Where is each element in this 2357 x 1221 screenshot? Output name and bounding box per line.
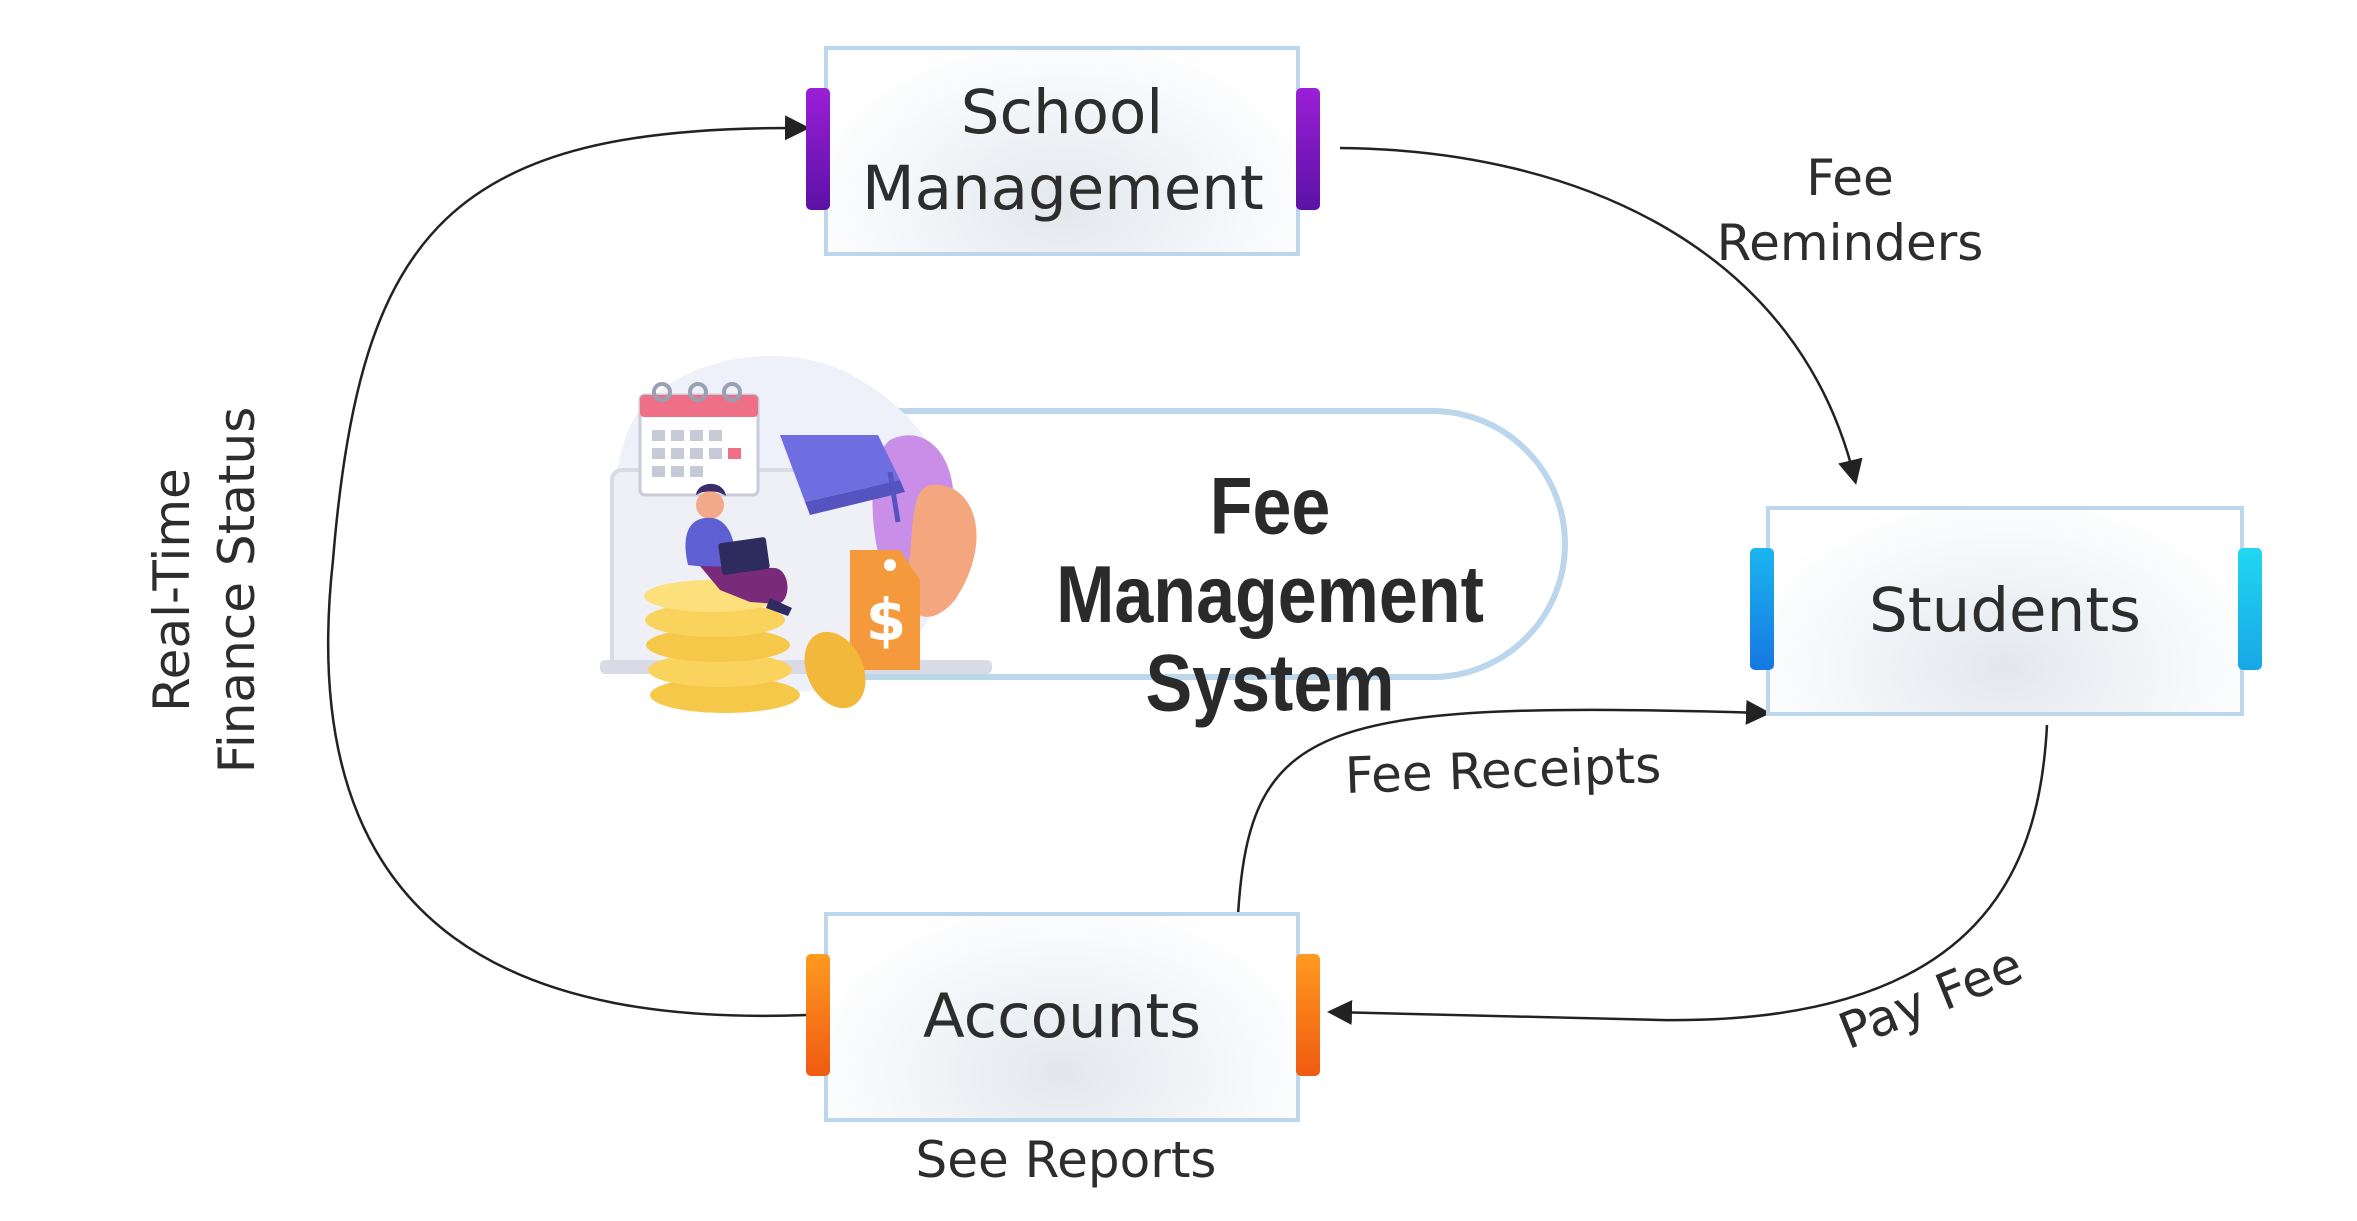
arrow-school-to-students [1339, 146, 1863, 485]
accounts-node: Accounts [824, 912, 1300, 1122]
person-figure [685, 483, 792, 616]
graduation-cap-icon [780, 435, 905, 523]
school-left-tab [806, 88, 830, 210]
fee-reminders-line2: Reminders [1716, 214, 1984, 272]
center-pill [860, 408, 1568, 680]
finance-status-label: Real-Time Finance Status [140, 350, 270, 830]
students-right-tab [2238, 548, 2262, 670]
calendar-icon [638, 382, 760, 497]
fee-reminders-label: Fee Reminders [1700, 146, 2000, 276]
center-title-line2: System [1145, 637, 1395, 728]
finance-illustration: $ [600, 356, 992, 713]
fee-reminders-line1: Fee [1806, 149, 1894, 207]
students-label: Students [1869, 574, 2141, 646]
see-reports-label: See Reports [915, 1131, 1217, 1189]
accounts-left-tab [806, 954, 830, 1076]
arrow-students-to-accounts [1327, 724, 2049, 1025]
price-tag-icon: $ [850, 550, 920, 670]
arrow-accounts-to-students [1236, 699, 1771, 916]
fee-receipts-label: Fee Receipts [1343, 735, 1663, 805]
leaf-shape-orange [906, 484, 977, 617]
center-title-line1: Fee Management [1056, 460, 1484, 640]
accounts-right-tab [1296, 954, 1320, 1076]
finance-status-line1: Real-Time [143, 468, 201, 712]
school-management-node: School Management [824, 46, 1300, 256]
arrow-accounts-to-school [327, 115, 810, 1018]
svg-text:$: $ [866, 586, 906, 654]
school-management-label: School Management [862, 76, 1264, 224]
finance-status-line2: Finance Status [208, 406, 266, 774]
students-node: Students [1766, 506, 2244, 716]
accounts-label: Accounts [922, 980, 1202, 1052]
students-left-tab [1750, 548, 1774, 670]
center-title: Fee Management System [1000, 460, 1540, 728]
school-right-tab [1296, 88, 1320, 210]
